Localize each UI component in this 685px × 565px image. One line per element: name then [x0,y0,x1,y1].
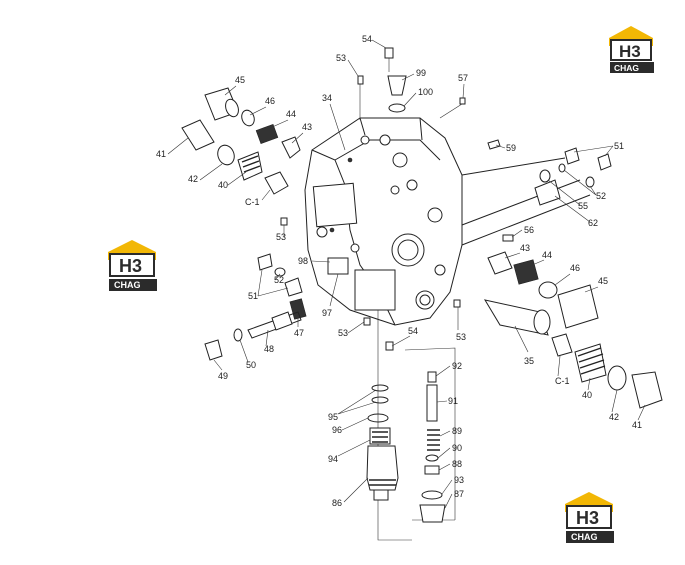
lower-parts [366,310,456,541]
callout-label: 95 [328,412,338,422]
callout-label: 47 [294,328,304,338]
callout-label: 94 [328,454,338,464]
callout-label: 41 [156,149,166,159]
callout-label: 86 [332,498,342,508]
callout-label: 100 [418,87,433,97]
callout-label: 42 [188,174,198,184]
callout-label: 99 [416,68,426,78]
callout-label: 53 [338,328,348,338]
callout-label: 40 [218,180,228,190]
logo-bottom-right: H3 CHAG [565,492,614,543]
callout-label: 45 [235,75,245,85]
right-relief-group [483,251,663,409]
callout-label: C-1 [245,197,260,207]
callout-label: 52 [596,191,606,201]
callout-label: 42 [609,412,619,422]
callout-label: 44 [542,250,552,260]
callout-label: 43 [302,122,312,132]
callout-label: 91 [448,396,458,406]
callout-label: 92 [452,361,462,371]
logo-top-right: H3 CHAG [609,26,654,73]
callout-label: 93 [454,475,464,485]
top-parts [357,47,466,120]
callout-label: 62 [588,218,598,228]
callout-label: 49 [218,371,228,381]
logo-mark: H3 [576,508,599,528]
callout-label: 35 [524,356,534,366]
callout-label: 88 [452,459,462,469]
callout-label: 57 [458,73,468,83]
callout-label: 98 [298,256,308,266]
callout-label: 51 [614,141,624,151]
callout-label: 45 [598,276,608,286]
left-middle-parts [204,217,461,361]
callout-label: 51 [248,291,258,301]
callout-label: 87 [454,489,464,499]
callout-label: 56 [524,225,534,235]
upper-left-relief-group [181,87,301,195]
callout-label: 48 [264,344,274,354]
logo-word: CHAG [614,63,639,73]
logo-left: H3 CHAG [108,240,157,291]
callout-label: 90 [452,443,462,453]
logo-mark: H3 [619,42,641,61]
logo-word: CHAG [571,532,598,542]
callout-label: 53 [276,232,286,242]
callout-labels: 54 53 99 100 57 34 45 46 44 43 41 59 51 … [156,34,642,508]
callout-label: 34 [322,93,332,103]
callout-label: 46 [265,96,275,106]
logo-mark: H3 [119,256,142,276]
callout-label: 54 [362,34,372,44]
callout-label: 50 [246,360,256,370]
callout-label: 46 [570,263,580,273]
callout-label: 59 [506,143,516,153]
callout-label: 44 [286,109,296,119]
logo-word: CHAG [114,280,141,290]
valve-body [304,117,463,326]
callout-label: 89 [452,426,462,436]
callout-label: 43 [520,243,530,253]
callout-label: 97 [322,308,332,318]
callout-label: 52 [274,275,284,285]
right-upper-parts [461,139,612,246]
callout-label: 41 [632,420,642,430]
callout-label: 40 [582,390,592,400]
callout-label: C-1 [555,376,570,386]
callout-label: 55 [578,201,588,211]
callout-leaders [167,39,646,509]
callout-label: 96 [332,425,342,435]
callout-label: 54 [408,326,418,336]
callout-label: 53 [336,53,346,63]
callout-label: 53 [456,332,466,342]
